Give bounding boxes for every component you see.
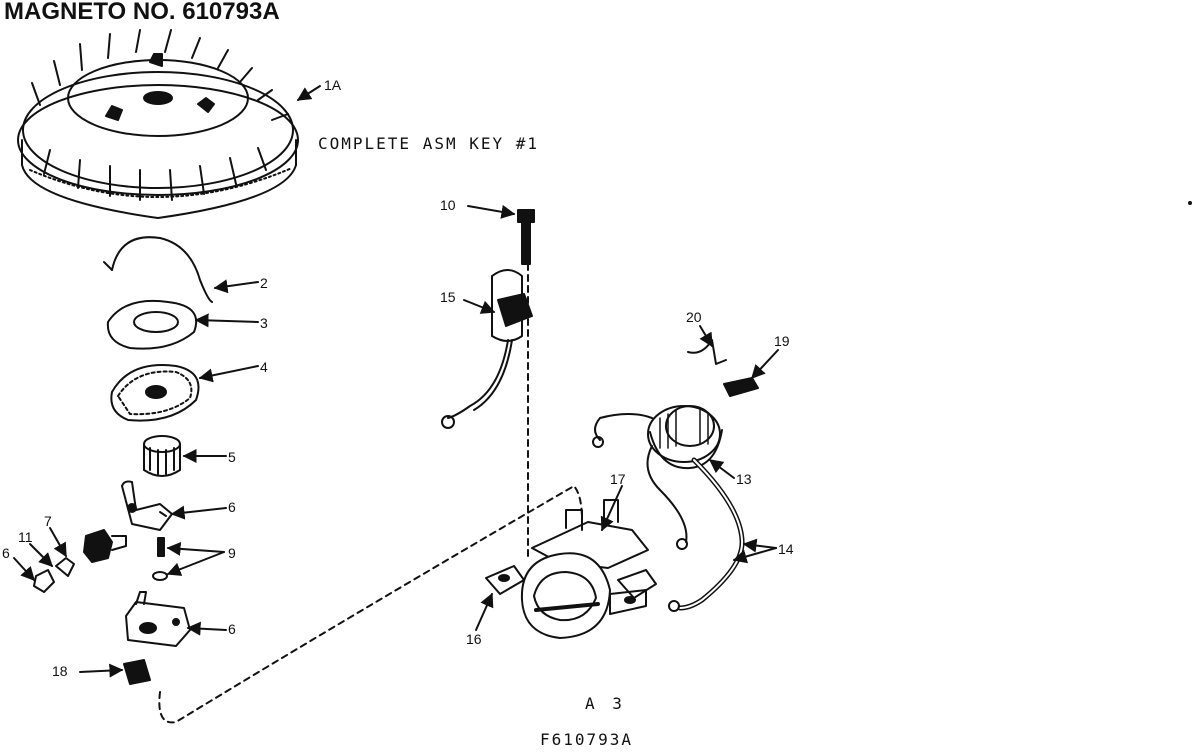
sheet-label: A 3 — [585, 694, 626, 713]
gasket-part — [106, 299, 198, 350]
flywheel-part — [17, 29, 299, 219]
callout-6-terminal: 6 — [2, 545, 10, 561]
callout-3: 3 — [260, 315, 268, 331]
contact-plate-part — [125, 591, 191, 647]
callout-15: 15 — [440, 289, 456, 305]
callout-17: 17 — [610, 471, 626, 487]
breaker-arm-part — [121, 480, 173, 531]
wire-spring-part — [111, 236, 213, 303]
callout-7: 7 — [44, 513, 52, 529]
callout-13: 13 — [736, 471, 752, 487]
callout-4: 4 — [260, 359, 268, 375]
condenser-part — [441, 269, 533, 429]
ignition-coil-part — [592, 405, 723, 550]
complete-assembly-caption: COMPLETE ASM KEY #1 — [318, 134, 540, 153]
callout-1A: 1A — [324, 77, 342, 93]
callout-14: 14 — [778, 541, 794, 557]
armature-bracket-part — [485, 499, 657, 639]
clip-part — [123, 659, 151, 685]
spring-part — [687, 339, 727, 365]
cam-sleeve-part — [143, 435, 181, 477]
ignition-lead-part — [668, 457, 745, 612]
alignment-line — [158, 485, 583, 724]
callout-6-arm: 6 — [228, 499, 236, 515]
callout-labels: 1A 2 3 4 5 6 7 11 6 9 6 18 10 15 20 19 1… — [2, 77, 794, 679]
callout-11: 11 — [18, 529, 33, 545]
leader-1A — [296, 85, 321, 101]
callout-5: 5 — [228, 449, 236, 465]
figure-code: F610793A — [540, 730, 634, 749]
callout-6-plate: 6 — [228, 621, 236, 637]
callout-20: 20 — [686, 309, 702, 325]
screw-washer-part — [152, 537, 168, 581]
mounting-screw-part — [517, 209, 535, 265]
diagram-title: MAGNETO NO. 610793A — [4, 0, 280, 25]
callout-10: 10 — [440, 197, 456, 213]
cover-part — [110, 364, 200, 422]
callout-19: 19 — [774, 333, 790, 349]
retainer-part — [723, 377, 759, 397]
callout-18: 18 — [52, 663, 68, 679]
callout-9: 9 — [228, 545, 236, 561]
small-hardware-part — [33, 529, 127, 593]
callout-16: 16 — [466, 631, 482, 647]
callout-2: 2 — [260, 275, 268, 291]
